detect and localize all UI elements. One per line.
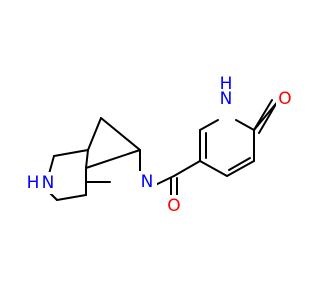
bond-lower-ch2: [56, 194, 87, 201]
molecule-structure: H N O N O H N: [24, 74, 294, 217]
amide-nitrogen-label: N: [141, 172, 154, 192]
bond-carbonyl-ring: [173, 160, 201, 177]
bond-ring-n1-c6: [199, 119, 219, 131]
amine-hydrogen-label: H: [27, 173, 40, 193]
label-gap-amide-n: [137, 171, 157, 193]
bond-left-ch2-a: [53, 149, 89, 157]
bond-layer: [48, 99, 280, 201]
pyridone-nitrogen-hydrogen-label: H: [220, 74, 233, 94]
pyridone-nitrogen-label: N: [220, 89, 233, 109]
label-gap-carbonyl-o: [165, 195, 184, 217]
label-gap-amine-n: [24, 172, 60, 194]
bond-bridge-right: [100, 117, 141, 151]
atom-label-layer: H N O N O H N: [24, 74, 294, 217]
carbonyl-oxygen-label: O: [167, 196, 180, 216]
bond-ring-c4-c3: [226, 160, 255, 177]
bond-ring-c5-c4: [199, 160, 228, 177]
bond-bridge-left: [87, 117, 102, 151]
bond-c2-o-c: [253, 99, 280, 131]
bond-ring-c2-n1: [235, 119, 255, 131]
pyridone-oxygen-label: O: [278, 89, 291, 109]
amine-nitrogen-label: N: [42, 173, 55, 193]
bond-ring-c4-c3-inner: [228, 157, 251, 171]
bond-ring-left-down: [85, 149, 89, 169]
bond-bridgehead-right: [85, 149, 141, 169]
bond-left-ch2-b: [48, 155, 55, 175]
bond-c2-o-b: [258, 103, 277, 134]
label-gap-pyridone-o: [276, 87, 294, 109]
label-gap-pyridone-n: [217, 87, 236, 109]
